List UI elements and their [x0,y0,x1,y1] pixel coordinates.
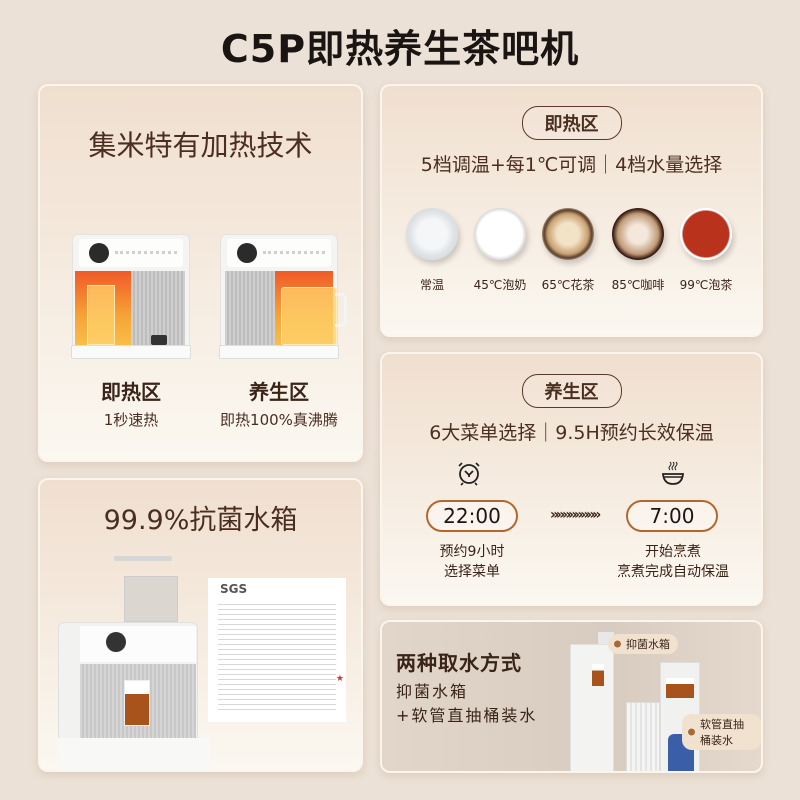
antibacterial-tank-card: 99.9%抗菌水箱 SGS ★ [38,478,363,772]
black-tea-icon [680,208,732,260]
heating-heading: 集米特有加热技术 [88,129,313,162]
instant-zone-machine-image [71,234,191,359]
option-99c-tea: 99℃泡茶 [678,208,734,293]
heating-tech-card: 集米特有加热技术 即热区 1秒速热 养生区 即热100%真沸腾 [38,84,363,462]
health-zone-machine-image [219,234,347,359]
instant-zone-card: 即热区 5档调温+每1℃可调｜4档水量选择 常温 45℃泡奶 65℃花茶 85℃… [380,84,763,337]
option-65c-flower-tea: 65℃花茶 [540,208,596,293]
tank-heading: 99.9%抗菌水箱 [103,505,298,536]
health-zone-subtitle: 6大菜单选择｜9.5H预约长效保温 [429,422,714,444]
end-time: 7:00 [626,500,718,532]
instant-zone-subtitle: 5档调温+每1℃可调｜4档水量选择 [420,154,723,176]
option-room-temp: 常温 [404,208,460,293]
water-heading: 两种取水方式 [396,651,522,675]
health-zone-pill: 养生区 [521,374,622,408]
start-time: 22:00 [426,500,518,532]
tank-tag: 抑菌水箱 [608,634,678,654]
coffee-cup-icon [612,208,664,260]
water-source-card: 两种取水方式 抑菌水箱 +软管直抽桶装水 抑菌水箱 软管直抽桶装水 [380,620,763,773]
water-line-2: +软管直抽桶装水 [396,706,538,725]
stamp-icon: ★ [335,674,344,684]
flower-tea-icon [542,208,594,260]
option-45c-milk: 45℃泡奶 [472,208,528,293]
health-zone-sub: 即热100%真沸腾 [220,411,338,429]
instant-zone-sub: 1秒速热 [103,411,159,429]
sgs-certificate-image: SGS ★ [208,578,346,722]
water-glass-icon [406,208,458,260]
health-zone-label: 养生区 [249,380,309,404]
alarm-clock-icon [458,462,480,486]
hose-tag: 软管直抽桶装水 [682,714,761,750]
instant-zone-label: 即热区 [101,380,161,404]
option-85c-coffee: 85℃咖啡 [610,208,666,293]
end-description: 开始烹煮 烹煮完成自动保温 [617,544,729,580]
health-zone-card: 养生区 6大菜单选择｜9.5H预约长效保温 22:00 »»»»»»»» 7:0… [380,352,763,606]
start-description: 预约9小时 选择菜单 [439,544,505,580]
soup-bowl-icon [662,461,684,485]
instant-zone-pill: 即热区 [521,106,622,140]
page-title: C5P即热养生茶吧机 [220,27,580,71]
water-line-1: 抑菌水箱 [396,682,469,701]
sgs-logo: SGS [220,582,248,596]
milk-cup-icon [474,208,526,260]
arrow-chevrons-icon: »»»»»»»» [550,507,601,523]
